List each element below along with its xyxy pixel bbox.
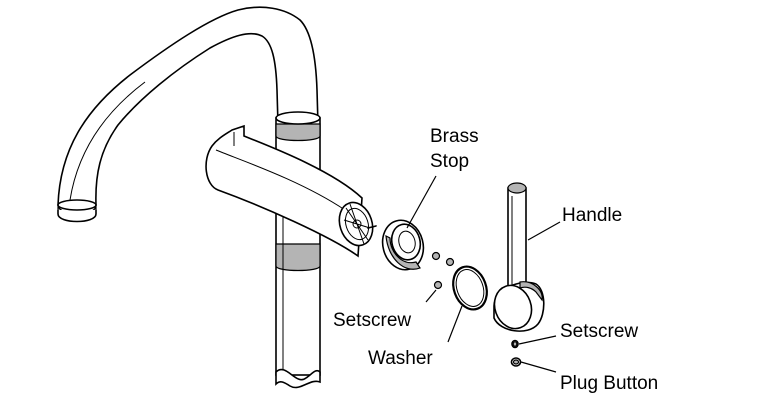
leader-setscrew-left — [425, 289, 437, 303]
handle-part — [493, 182, 545, 332]
brass-stop — [381, 219, 425, 271]
setscrew-right-part — [511, 339, 519, 349]
label-brass-stop-line2: Stop — [430, 151, 469, 172]
valve-body — [205, 124, 377, 258]
washer-ring — [452, 265, 488, 311]
label-plug-button: Plug Button — [560, 373, 658, 394]
leader-setscrew-right — [518, 335, 557, 345]
leader-handle — [527, 221, 561, 241]
label-washer: Washer — [368, 348, 433, 369]
plug-button-part — [510, 357, 522, 367]
leader-lines — [406, 175, 561, 373]
leader-washer — [447, 305, 463, 343]
label-setscrew-right: Setscrew — [560, 321, 638, 342]
faucet-spout — [57, 6, 319, 223]
setscrew-left-parts — [431, 251, 455, 290]
label-brass-stop-line1: Brass — [430, 126, 479, 147]
label-handle: Handle — [562, 205, 622, 226]
callout-labels: Brass Stop Handle Setscrew Washer Setscr… — [333, 126, 658, 394]
leader-brass-stop — [406, 175, 437, 229]
label-setscrew-left: Setscrew — [333, 310, 411, 331]
leader-plug-button — [520, 361, 557, 373]
